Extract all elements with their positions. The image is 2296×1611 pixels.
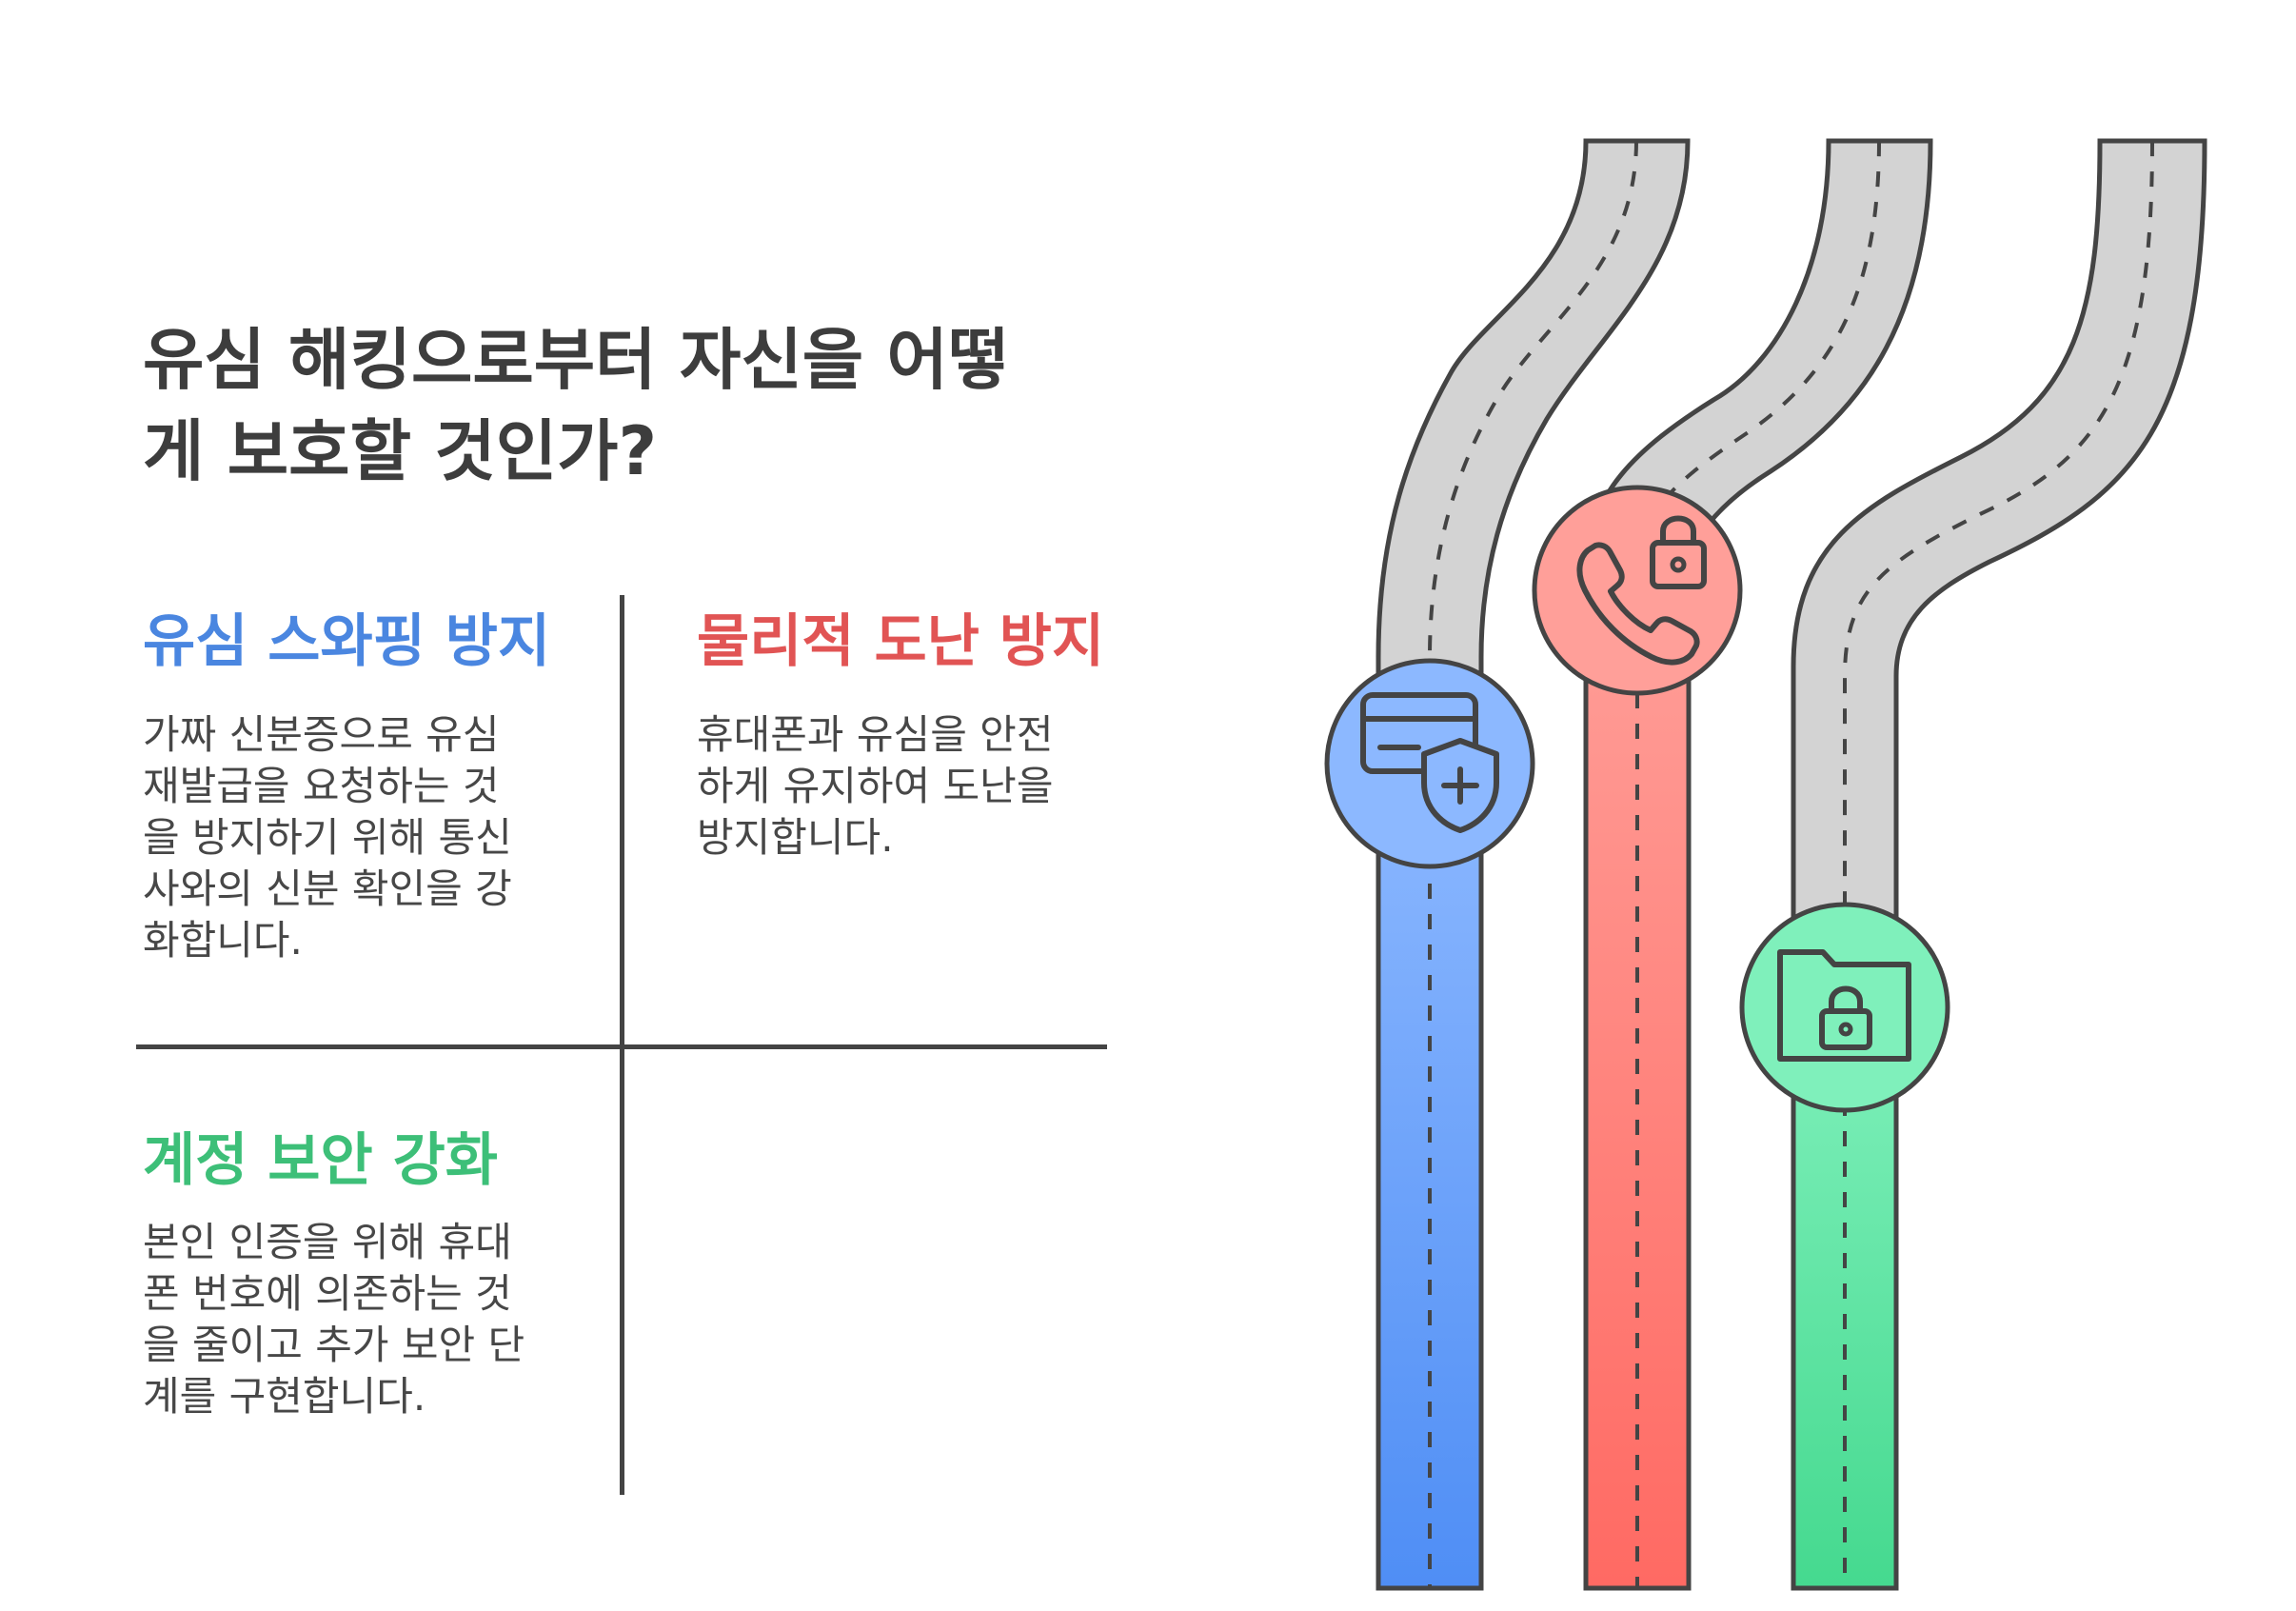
section-theft-title: 물리적 도난 방지 <box>697 608 1105 675</box>
page-title: 유심 해킹으로부터 자신을 어떻 게 보호할 것인가? <box>143 314 1095 497</box>
body-line: 화합니다. <box>143 917 303 964</box>
body-line: 사와의 신분 확인을 강 <box>143 865 512 912</box>
id-card-shield-icon <box>1324 658 1535 869</box>
section-account-body: 본인 인증을 위해 휴대 폰 번호에 의존하는 것 을 줄이고 추가 보안 단 … <box>143 1217 562 1422</box>
body-line: 폰 번호에 의존하는 것 <box>143 1270 512 1317</box>
road-blue <box>1376 138 1691 1591</box>
title-line-2: 게 보호할 것인가? <box>143 412 658 490</box>
body-line: 방지합니다. <box>697 814 894 861</box>
section-sim-swap-title: 유심 스와핑 방지 <box>143 608 551 675</box>
section-sim-swap-body: 가짜 신분증으로 유심 재발급을 요청하는 것 을 방지하기 위해 통신 사와의… <box>143 709 562 966</box>
body-line: 을 방지하기 위해 통신 <box>143 814 512 861</box>
phone-lock-icon <box>1532 485 1743 696</box>
title-line-1: 유심 해킹으로부터 자신을 어떻 <box>143 321 1010 399</box>
body-line: 휴대폰과 유심을 안전 <box>697 711 1054 758</box>
section-theft-body: 휴대폰과 유심을 안전 하게 유지하여 도난을 방지합니다. <box>697 709 1116 864</box>
body-line: 을 줄이고 추가 보안 단 <box>143 1322 525 1368</box>
folder-lock-icon <box>1739 902 1950 1113</box>
horizontal-divider <box>136 1044 1107 1049</box>
body-line: 재발급을 요청하는 것 <box>143 763 500 809</box>
section-account-title: 계정 보안 강화 <box>143 1127 498 1194</box>
body-line: 가짜 신분증으로 유심 <box>143 711 500 758</box>
body-line: 하게 유지하여 도난을 <box>697 763 1054 809</box>
road-green-centerline <box>1843 140 2154 1009</box>
body-line: 본인 인증을 위해 휴대 <box>143 1219 512 1265</box>
road-blue-centerline <box>1428 140 1638 762</box>
body-line: 계를 구현합니다. <box>143 1373 426 1420</box>
